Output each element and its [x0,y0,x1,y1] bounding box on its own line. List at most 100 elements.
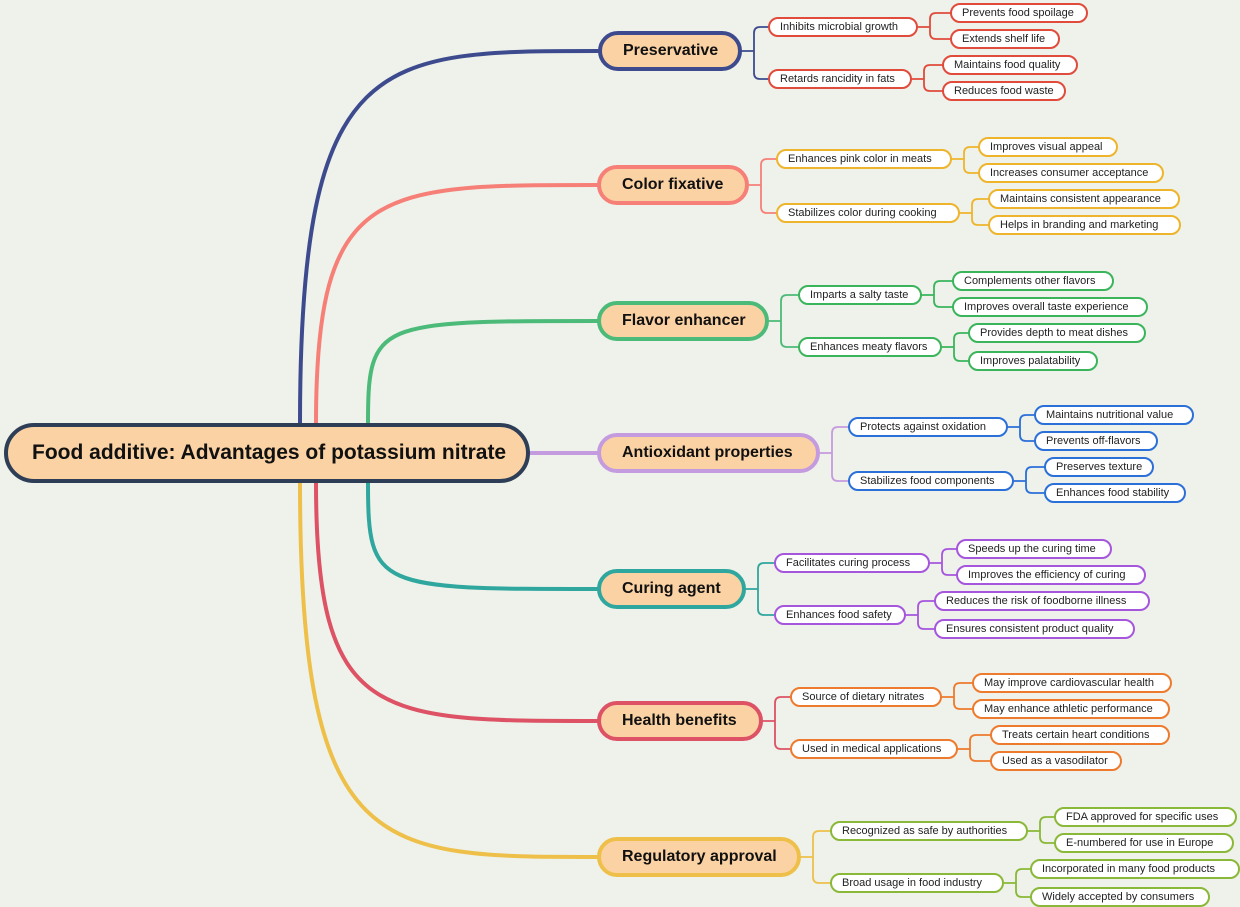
connector-stabilizes-food-components [1013,466,1045,494]
leaf-provides-depth-to-meat-dishes[interactable]: Provides depth to meat dishes [968,323,1146,343]
connector-imparts-a-salty-taste [921,280,953,308]
leaf-may-enhance-athletic-performance[interactable]: May enhance athletic performance [972,699,1170,719]
leaf-maintains-food-quality-label: Maintains food quality [954,59,1061,71]
connector-retards-rancidity-in-fats [911,64,943,92]
branch-regulatory-approval[interactable]: Regulatory approval [597,837,801,877]
subtopic-enhances-meaty-flavors[interactable]: Enhances meaty flavors [798,337,942,357]
subtopic-recognized-as-safe-by-authorities[interactable]: Recognized as safe by authorities [830,821,1028,841]
connector-protects-against-oxidation [1007,414,1035,442]
leaf-prevents-off-flavors-label: Prevents off-flavors [1046,435,1141,447]
leaf-improves-visual-appeal[interactable]: Improves visual appeal [978,137,1118,157]
leaf-preserves-texture[interactable]: Preserves texture [1044,457,1154,477]
leaf-maintains-consistent-appearance[interactable]: Maintains consistent appearance [988,189,1180,209]
subtopic-source-of-dietary-nitrates[interactable]: Source of dietary nitrates [790,687,942,707]
leaf-e-numbered-for-use-in-europe-label: E-numbered for use in Europe [1066,837,1214,849]
branch-preservative[interactable]: Preservative [598,31,742,71]
leaf-preserves-texture-label: Preserves texture [1056,461,1143,473]
connector-antioxidant-properties [819,426,849,482]
leaf-increases-consumer-acceptance[interactable]: Increases consumer acceptance [978,163,1164,183]
leaf-maintains-food-quality[interactable]: Maintains food quality [942,55,1078,75]
subtopic-inhibits-microbial-growth-label: Inhibits microbial growth [780,21,898,33]
leaf-ensures-consistent-product-quality[interactable]: Ensures consistent product quality [934,619,1135,639]
leaf-reduces-food-waste[interactable]: Reduces food waste [942,81,1066,101]
leaf-reduces-the-risk-of-foodborne-illness-label: Reduces the risk of foodborne illness [946,595,1127,607]
subtopic-broad-usage-in-food-industry[interactable]: Broad usage in food industry [830,873,1004,893]
connector-enhances-food-safety [905,600,935,630]
branch-flavor-enhancer-label: Flavor enhancer [622,312,746,329]
leaf-treats-certain-heart-conditions[interactable]: Treats certain heart conditions [990,725,1170,745]
subtopic-stabilizes-color-during-cooking-label: Stabilizes color during cooking [788,207,937,219]
root-topic[interactable]: Food additive: Advantages of potassium n… [4,423,530,483]
leaf-reduces-the-risk-of-foodborne-illness[interactable]: Reduces the risk of foodborne illness [934,591,1150,611]
branch-curing-agent[interactable]: Curing agent [597,569,746,609]
leaf-prevents-off-flavors[interactable]: Prevents off-flavors [1034,431,1158,451]
leaf-provides-depth-to-meat-dishes-label: Provides depth to meat dishes [980,327,1128,339]
subtopic-enhances-food-safety[interactable]: Enhances food safety [774,605,906,625]
leaf-used-as-a-vasodilator[interactable]: Used as a vasodilator [990,751,1122,771]
leaf-e-numbered-for-use-in-europe[interactable]: E-numbered for use in Europe [1054,833,1234,853]
connector-root-regulatory-approval [298,481,599,859]
connector-enhances-pink-color-in-meats [951,146,979,174]
connector-health-benefits [762,696,791,750]
subtopic-enhances-meaty-flavors-label: Enhances meaty flavors [810,341,928,353]
leaf-used-as-a-vasodilator-label: Used as a vasodilator [1002,755,1108,767]
subtopic-used-in-medical-applications[interactable]: Used in medical applications [790,739,958,759]
leaf-maintains-nutritional-value[interactable]: Maintains nutritional value [1034,405,1194,425]
subtopic-enhances-pink-color-in-meats-label: Enhances pink color in meats [788,153,932,165]
subtopic-protects-against-oxidation[interactable]: Protects against oxidation [848,417,1008,437]
leaf-widely-accepted-by-consumers[interactable]: Widely accepted by consumers [1030,887,1210,907]
branch-curing-agent-label: Curing agent [622,580,721,597]
subtopic-stabilizes-color-during-cooking[interactable]: Stabilizes color during cooking [776,203,960,223]
root-topic-label: Food additive: Advantages of potassium n… [32,441,507,464]
subtopic-enhances-pink-color-in-meats[interactable]: Enhances pink color in meats [776,149,952,169]
subtopic-protects-against-oxidation-label: Protects against oxidation [860,421,986,433]
leaf-speeds-up-the-curing-time[interactable]: Speeds up the curing time [956,539,1112,559]
connector-root-color-fixative [314,183,599,425]
leaf-maintains-consistent-appearance-label: Maintains consistent appearance [1000,193,1161,205]
subtopic-stabilizes-food-components-label: Stabilizes food components [860,475,995,487]
leaf-improves-the-efficiency-of-curing[interactable]: Improves the efficiency of curing [956,565,1146,585]
leaf-helps-in-branding-and-marketing[interactable]: Helps in branding and marketing [988,215,1181,235]
connector-root-preservative [298,49,600,425]
leaf-increases-consumer-acceptance-label: Increases consumer acceptance [990,167,1149,179]
subtopic-imparts-a-salty-taste[interactable]: Imparts a salty taste [798,285,922,305]
branch-flavor-enhancer[interactable]: Flavor enhancer [597,301,769,341]
branch-health-benefits[interactable]: Health benefits [597,701,763,741]
leaf-complements-other-flavors[interactable]: Complements other flavors [952,271,1114,291]
leaf-treats-certain-heart-conditions-label: Treats certain heart conditions [1002,729,1150,741]
leaf-fda-approved-for-specific-uses[interactable]: FDA approved for specific uses [1054,807,1237,827]
branch-color-fixative-label: Color fixative [622,176,724,193]
connector-broad-usage-in-food-industry [1003,868,1031,898]
subtopic-retards-rancidity-in-fats[interactable]: Retards rancidity in fats [768,69,912,89]
leaf-speeds-up-the-curing-time-label: Speeds up the curing time [968,543,1096,555]
leaf-improves-the-efficiency-of-curing-label: Improves the efficiency of curing [968,569,1126,581]
leaf-extends-shelf-life[interactable]: Extends shelf life [950,29,1060,49]
leaf-incorporated-in-many-food-products[interactable]: Incorporated in many food products [1030,859,1240,879]
leaf-enhances-food-stability-label: Enhances food stability [1056,487,1170,499]
branch-antioxidant-properties[interactable]: Antioxidant properties [597,433,820,473]
subtopic-used-in-medical-applications-label: Used in medical applications [802,743,942,755]
leaf-improves-visual-appeal-label: Improves visual appeal [990,141,1103,153]
subtopic-facilitates-curing-process[interactable]: Facilitates curing process [774,553,930,573]
connector-root-health-benefits [314,481,599,723]
leaf-may-improve-cardiovascular-health[interactable]: May improve cardiovascular health [972,673,1172,693]
connector-source-of-dietary-nitrates [941,682,973,710]
leaf-extends-shelf-life-label: Extends shelf life [962,33,1046,45]
subtopic-stabilizes-food-components[interactable]: Stabilizes food components [848,471,1014,491]
connector-recognized-as-safe-by-authorities [1027,816,1055,844]
leaf-prevents-food-spoilage[interactable]: Prevents food spoilage [950,3,1088,23]
subtopic-inhibits-microbial-growth[interactable]: Inhibits microbial growth [768,17,918,37]
leaf-helps-in-branding-and-marketing-label: Helps in branding and marketing [1000,219,1159,231]
leaf-improves-palatability[interactable]: Improves palatability [968,351,1098,371]
leaf-enhances-food-stability[interactable]: Enhances food stability [1044,483,1186,503]
leaf-widely-accepted-by-consumers-label: Widely accepted by consumers [1042,891,1195,903]
leaf-incorporated-in-many-food-products-label: Incorporated in many food products [1042,863,1216,875]
leaf-may-improve-cardiovascular-health-label: May improve cardiovascular health [984,677,1154,689]
branch-color-fixative[interactable]: Color fixative [597,165,749,205]
leaf-may-enhance-athletic-performance-label: May enhance athletic performance [984,703,1153,715]
subtopic-enhances-food-safety-label: Enhances food safety [786,609,892,621]
leaf-improves-overall-taste-experience[interactable]: Improves overall taste experience [952,297,1148,317]
connector-root-flavor-enhancer [366,319,599,425]
subtopic-imparts-a-salty-taste-label: Imparts a salty taste [810,289,909,301]
